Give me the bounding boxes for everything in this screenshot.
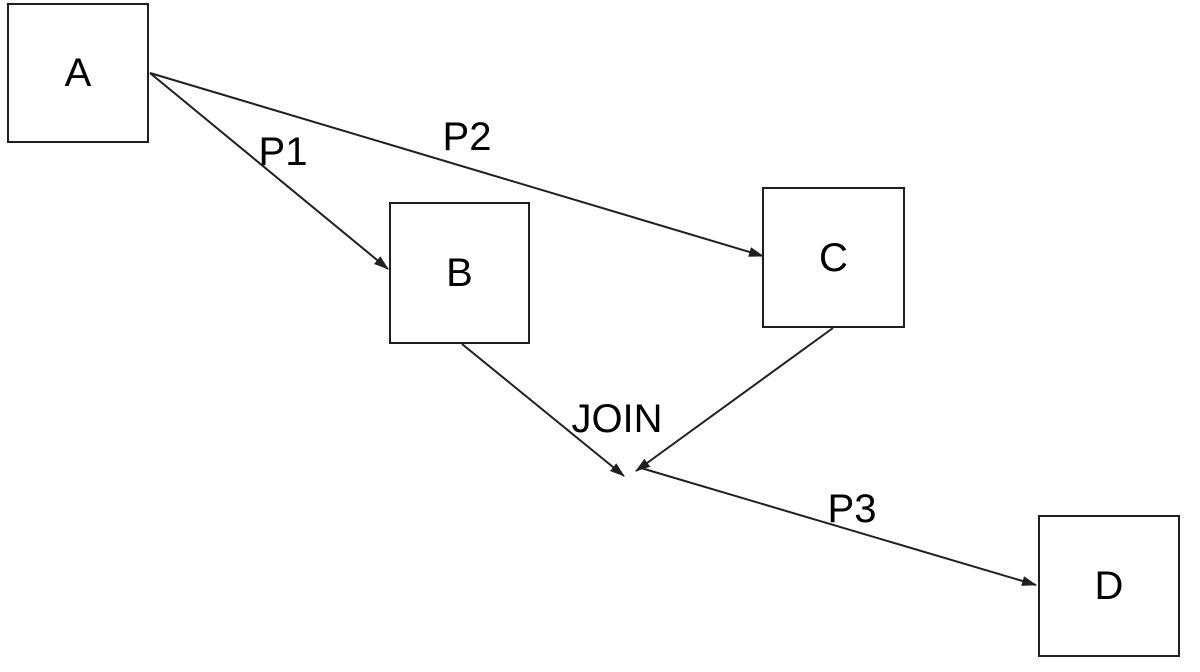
- edge-a-to-b: [149, 72, 389, 270]
- node-d-label: D: [1094, 564, 1124, 608]
- edge-a-to-c: [149, 72, 764, 257]
- node-c: C: [762, 187, 905, 328]
- edge-b-to-join: [461, 343, 625, 477]
- node-b-label: B: [446, 251, 473, 295]
- node-c-label: C: [819, 235, 848, 280]
- edge-join-to-d: [640, 467, 1037, 586]
- edge-label-p3: P3: [827, 487, 877, 531]
- junction-label: JOIN: [571, 397, 663, 441]
- node-b: B: [389, 202, 530, 344]
- edge-c-to-join: [635, 327, 834, 472]
- node-a: A: [7, 3, 149, 143]
- edge-label-p2: P2: [442, 115, 492, 159]
- edge-label-p1: P1: [258, 130, 308, 174]
- node-d: D: [1038, 515, 1180, 657]
- node-a-label: A: [64, 51, 92, 95]
